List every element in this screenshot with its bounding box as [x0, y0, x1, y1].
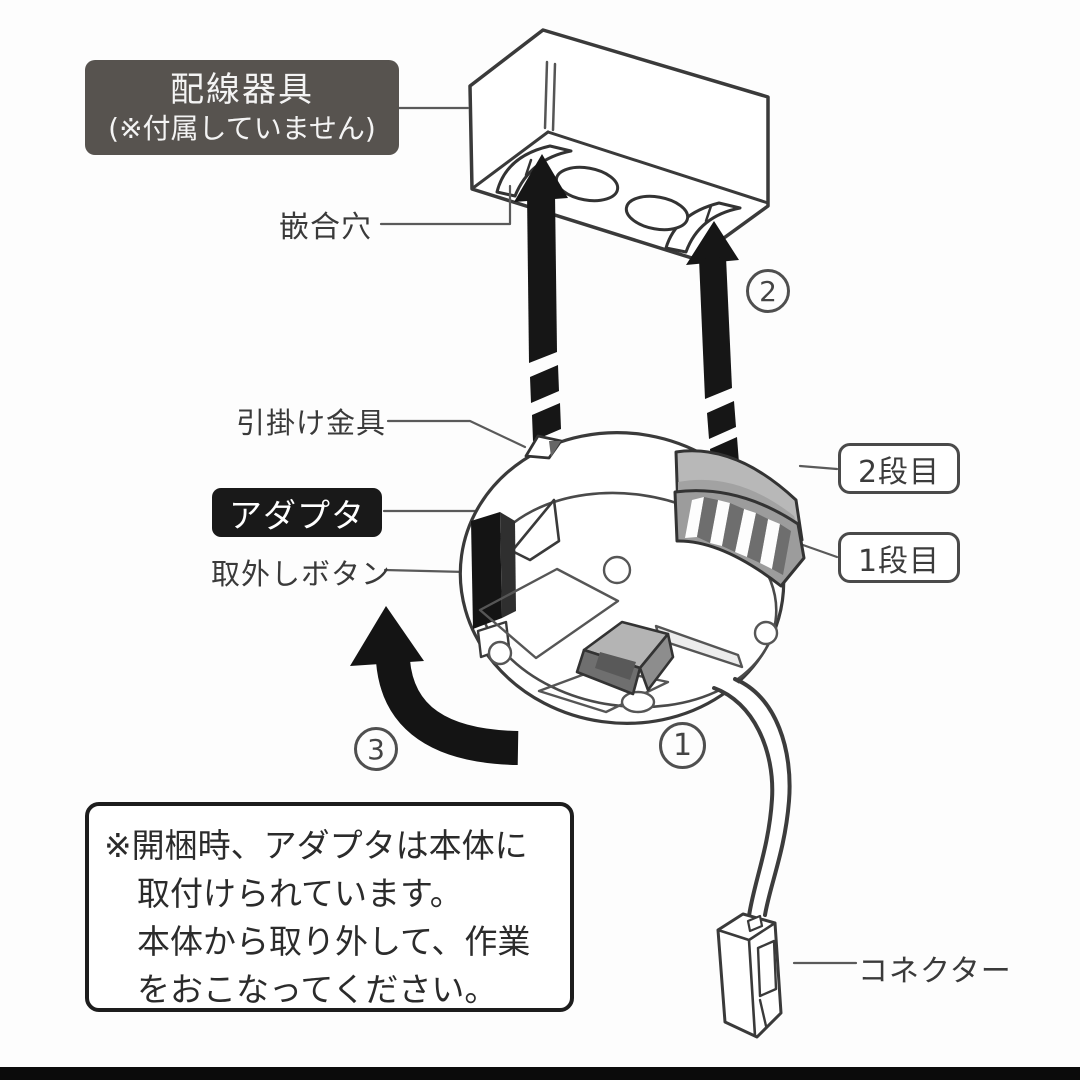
leader-lines [379, 106, 858, 965]
step-marker-2: 2 [746, 269, 790, 313]
release-button-drawing [471, 498, 561, 659]
connector-label: コネクター [858, 954, 1012, 989]
hook-fitting-drawing [524, 434, 563, 460]
rotate-arrow [350, 606, 519, 765]
note-line4: をおこなってください。 [137, 970, 498, 1009]
wiring-device-label-line1: 配線器具 [170, 69, 314, 110]
adapter-label: アダプタ [212, 488, 382, 537]
note-line3: 本体から取り外して、作業 [137, 922, 531, 961]
note-line1: ※開梱時、アダプタは本体に [104, 826, 528, 865]
unpacking-note-box: ※開梱時、アダプタは本体に 取付けられています。 本体から取り外して、作業 をお… [85, 802, 574, 1012]
wiring-device-label-line2: (※付属していません) [108, 112, 376, 146]
mounting-arrow-right [686, 221, 739, 475]
fitting-hole-label: 嵌合穴 [279, 210, 372, 245]
connector-socket-drawing [575, 620, 744, 696]
adapter-drawing [458, 431, 806, 1039]
mounting-arrow-left [514, 154, 568, 441]
wiring-device-drawing [468, 28, 770, 261]
latch-step1-drawing [673, 489, 806, 588]
release-button-label: 取外しボタン [211, 557, 392, 591]
note-line2: 取付けられています。 [137, 874, 463, 913]
fitting-slot-left [495, 144, 573, 198]
disc-face-details [478, 555, 779, 714]
bottom-black-bar [0, 1067, 1080, 1080]
step-marker-3: 3 [354, 727, 398, 771]
wires-drawing [712, 677, 792, 924]
step2-latch-label: 2段目 [838, 443, 960, 494]
hook-fitting-label: 引掛け金具 [236, 406, 387, 440]
step-marker-1: 1 [659, 722, 706, 769]
step1-latch-label: 1段目 [838, 532, 960, 583]
wiring-device-label: 配線器具 (※付属していません) [85, 60, 399, 155]
connector-plug-drawing [716, 912, 783, 1039]
